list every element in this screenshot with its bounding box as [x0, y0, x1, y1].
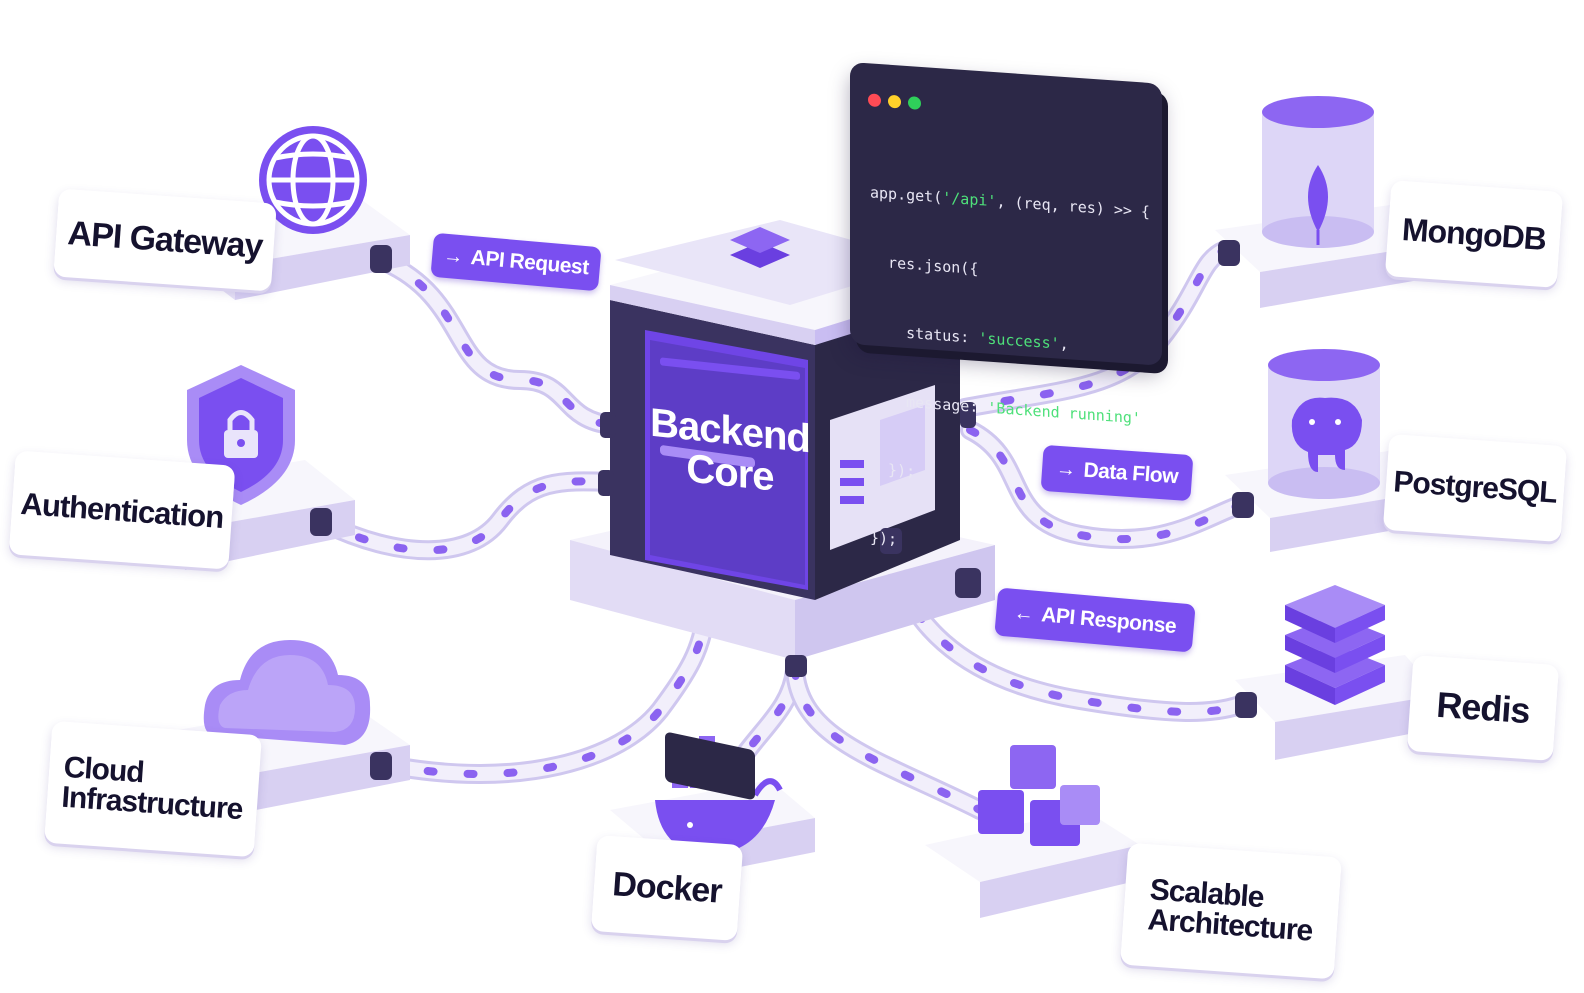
code-line: });	[870, 528, 898, 549]
arrow-right-icon: →	[442, 244, 464, 268]
cubes-icon	[978, 745, 1100, 846]
arrow-right-icon: →	[1055, 457, 1077, 481]
cloud-infrastructure-label: Cloud Infrastructure	[44, 720, 262, 858]
arrow-left-icon: ←	[1013, 601, 1035, 626]
minimize-dot-icon	[888, 94, 901, 109]
mongodb-leaf-icon	[1262, 96, 1374, 248]
code-window: app.get('/api', (req, res) >> { res.json…	[850, 62, 1162, 548]
close-dot-icon	[868, 93, 881, 108]
scalable-platform	[925, 810, 1140, 918]
redis-label: Redis	[1406, 655, 1560, 761]
postgresql-label: PostgreSQL	[1382, 433, 1568, 543]
mongodb-label: MongoDB	[1384, 180, 1564, 288]
window-controls	[868, 93, 921, 110]
globe-icon	[259, 126, 367, 234]
data-flow-text: Data Flow	[1082, 458, 1179, 489]
api-response-text: API Response	[1040, 603, 1178, 639]
api-request-text: API Request	[469, 246, 590, 280]
code-line: res.json({	[870, 252, 979, 278]
code-line: app.get('/api', (req, res) >> {	[870, 183, 1150, 221]
cloud-icon	[203, 640, 371, 745]
redis-stack-icon	[1084, 585, 1385, 705]
maximize-dot-icon	[908, 96, 921, 110]
code-line: message: 'Backend running'	[870, 390, 1141, 428]
api-gateway-label: API Gateway	[53, 188, 277, 292]
scalable-architecture-label: Scalable Architecture	[1120, 842, 1342, 980]
postgresql-elephant-icon	[1268, 349, 1380, 499]
code-line: status: 'success',	[870, 321, 1069, 354]
docker-label: Docker	[590, 835, 744, 941]
backend-core-label: Backend Core	[650, 401, 810, 503]
code-block: app.get('/api', (req, res) >> { res.json…	[870, 135, 1150, 615]
authentication-label: Authentication	[8, 450, 236, 570]
